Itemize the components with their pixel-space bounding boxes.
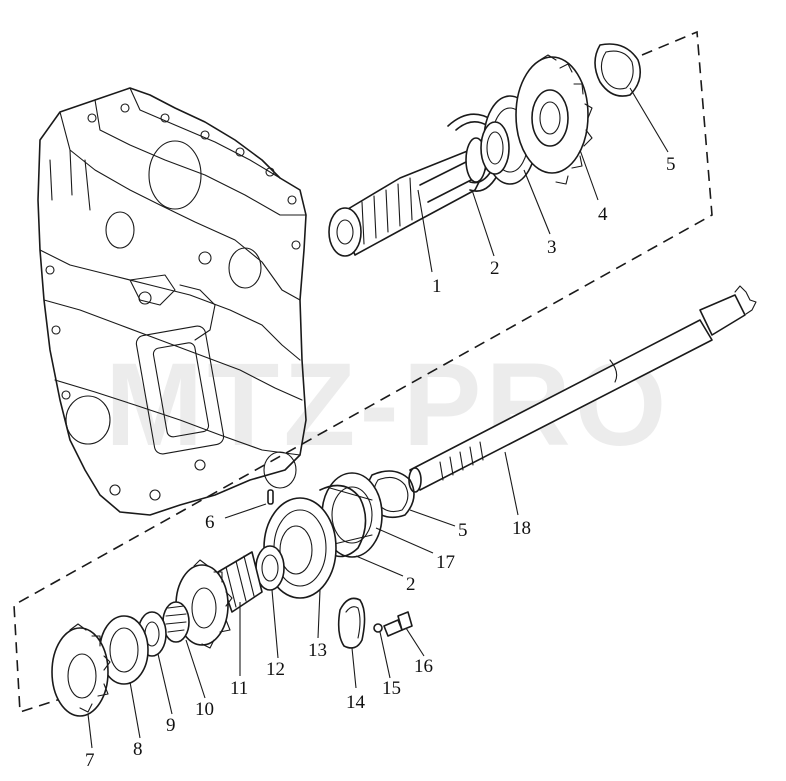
part-17-bearing-housing xyxy=(321,472,383,558)
callout-13: 13 xyxy=(308,640,327,661)
callout-4: 4 xyxy=(598,204,608,225)
part-18-long-shaft xyxy=(408,285,757,493)
callout-18: 18 xyxy=(512,518,531,539)
part-4-gear-upper xyxy=(515,54,593,185)
callout-labels: 1 2 3 4 5 6 5 18 17 2 13 12 11 10 9 8 7 … xyxy=(85,154,676,771)
callout-9: 9 xyxy=(166,715,176,736)
callout-10: 10 xyxy=(195,699,214,720)
callout-1: 1 xyxy=(432,276,442,297)
part-10-needle-bearing xyxy=(162,601,190,643)
part-6-pin xyxy=(267,489,274,505)
callout-8: 8 xyxy=(133,739,143,760)
callout-12: 12 xyxy=(266,659,285,680)
part-2-snap-ring-lower xyxy=(319,484,367,558)
callout-15: 15 xyxy=(382,678,401,699)
callout-11: 11 xyxy=(230,678,248,699)
gearbox-housing xyxy=(37,87,307,516)
part-7-gear-end xyxy=(51,623,111,717)
callout-5-lower: 5 xyxy=(458,520,468,541)
callout-17: 17 xyxy=(436,552,455,573)
callout-2-lower: 2 xyxy=(406,574,416,595)
part-14-bracket xyxy=(337,597,366,649)
callout-14: 14 xyxy=(346,692,366,713)
part-5-retaining-ring-upper xyxy=(594,43,641,97)
part-16-bolt xyxy=(383,611,413,637)
leader-lines xyxy=(87,87,669,749)
part-15-washer xyxy=(373,623,383,633)
callout-3: 3 xyxy=(547,237,557,258)
callout-16: 16 xyxy=(414,656,433,677)
callout-5-upper: 5 xyxy=(666,154,676,175)
callout-2-upper: 2 xyxy=(490,258,500,279)
callout-7: 7 xyxy=(85,750,95,771)
callout-6: 6 xyxy=(205,512,215,533)
part-1-gear-shaft xyxy=(328,137,491,257)
